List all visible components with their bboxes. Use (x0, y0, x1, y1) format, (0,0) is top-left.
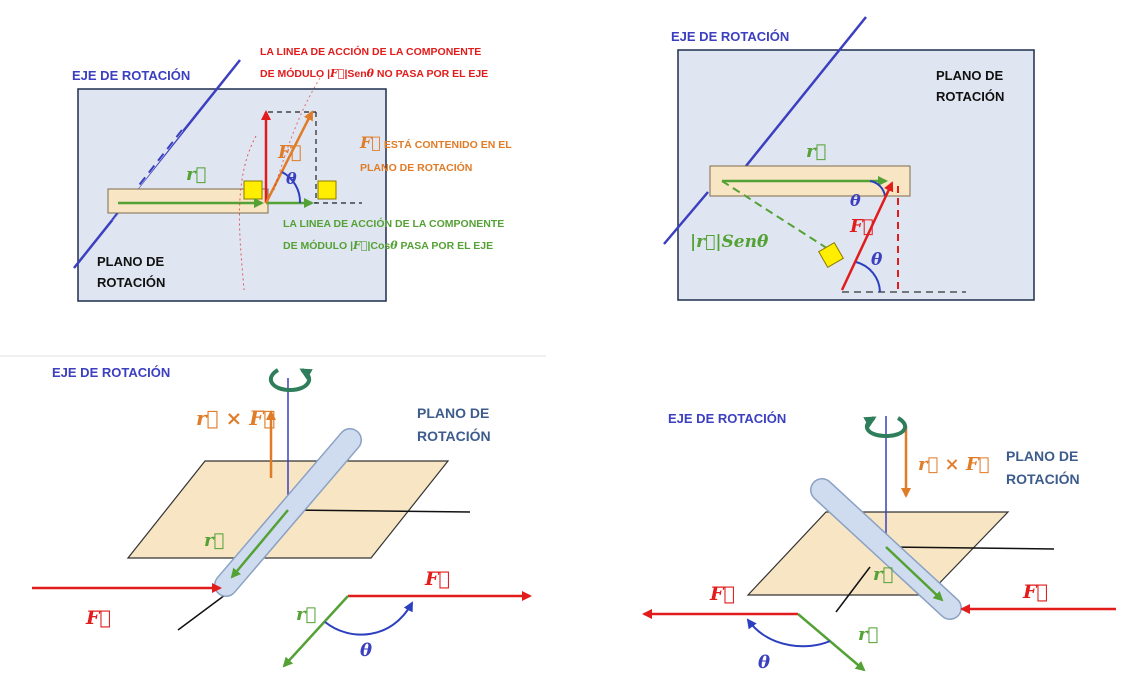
vector-F-label: F⃗ (424, 568, 450, 590)
vector-F-label: F⃗ (1022, 581, 1048, 603)
vector-F (264, 110, 314, 204)
vector-r-copy (282, 595, 349, 668)
angle-arc (869, 180, 886, 197)
axis-label: EJE DE ROTACIÓN (52, 365, 170, 380)
vector-r-label: r⃗ (204, 530, 224, 551)
plane-label: ROTACIÓN (97, 275, 165, 290)
axis-line-black (177, 591, 230, 631)
angle-arc (746, 618, 831, 648)
axis-label: EJE DE ROTACIÓN (72, 68, 190, 83)
axis-line-black (885, 546, 1055, 550)
right-angle-square (243, 180, 263, 200)
vector-F (840, 181, 894, 291)
red-note: DE MÓDULO |F⃗|Senθ NO PASA POR EL EJE (260, 67, 488, 80)
green-note: DE MÓDULO |F⃗|Cosθ PASA POR EL EJE (283, 239, 493, 252)
panel-bottom-right: EJE DE ROTACIÓN PLANO DE ROTACIÓN r⃗ × F… (642, 411, 1116, 673)
vector-r-label: r⃗ (873, 564, 893, 585)
orange-note: PLANO DE ROTACIÓN (360, 161, 472, 174)
angle-arc (324, 601, 413, 636)
theta-label: θ (871, 250, 883, 270)
plane-label: PLANO DE (936, 68, 1004, 83)
vector-r-label: r⃗ (858, 624, 878, 645)
plane-label: ROTACIÓN (417, 427, 491, 444)
orange-note: F⃗ ESTÁ CONTENIDO EN EL (359, 133, 512, 152)
theta-label: θ (758, 652, 770, 673)
axis-label: EJE DE ROTACIÓN (668, 411, 786, 426)
plane-label: ROTACIÓN (936, 89, 1004, 104)
rod (107, 188, 269, 214)
vector-r-label: r⃗ (186, 164, 206, 185)
vector-r-label: r⃗ (296, 604, 316, 625)
plane-label: ROTACIÓN (1006, 470, 1080, 487)
axis-line-black (287, 509, 471, 513)
plane-label: PLANO DE (97, 254, 165, 269)
red-note: LA LINEA DE ACCIÓN DE LA COMPONENTE (260, 45, 481, 58)
torque-label: r⃗ × F⃗ (918, 454, 989, 475)
vector-r-label: r⃗ (806, 141, 826, 162)
panel-top-left: EJE DE ROTACIÓN PLANO DE ROTACIÓN r⃗ F⃗ … (72, 45, 512, 302)
angle-arc (281, 171, 302, 204)
theta-label: θ (850, 191, 861, 210)
vector-r (230, 509, 289, 579)
axis-line-black (835, 566, 871, 613)
green-note: LA LINEA DE ACCIÓN DE LA COMPONENTE (283, 217, 504, 230)
vector-F-label: F⃗ (277, 142, 302, 163)
rotation-icon (268, 368, 313, 393)
axis-label: EJE DE ROTACIÓN (671, 29, 789, 44)
rotation-icon (863, 416, 908, 439)
vector-r-copy (797, 613, 866, 672)
rotation-axis (663, 191, 709, 245)
vector-F-label: F⃗ (85, 607, 111, 629)
plane-label: PLANO DE (417, 405, 489, 421)
vector-F-label: F⃗ (709, 583, 735, 605)
angle-arc (855, 261, 881, 293)
plane-label: PLANO DE (1006, 448, 1078, 464)
vector-r (885, 546, 944, 602)
torque-label: r⃗ × F⃗ (196, 406, 275, 430)
panel-top-right: EJE DE ROTACIÓN PLANO DE ROTACIÓN r⃗ θ F… (663, 16, 1035, 301)
right-angle-square (317, 180, 337, 200)
vector-F-label: F⃗ (849, 216, 874, 237)
panel-bottom-left: EJE DE ROTACIÓN PLANO DE ROTACIÓN r⃗ × F… (32, 365, 532, 668)
theta-label: θ (360, 640, 372, 661)
right-angle-square (818, 242, 844, 268)
theta-label: θ (286, 169, 297, 188)
rotation-axis (745, 16, 867, 167)
lever-arm (721, 180, 837, 255)
lever-arm-label: |r⃗|Senθ (690, 232, 769, 252)
